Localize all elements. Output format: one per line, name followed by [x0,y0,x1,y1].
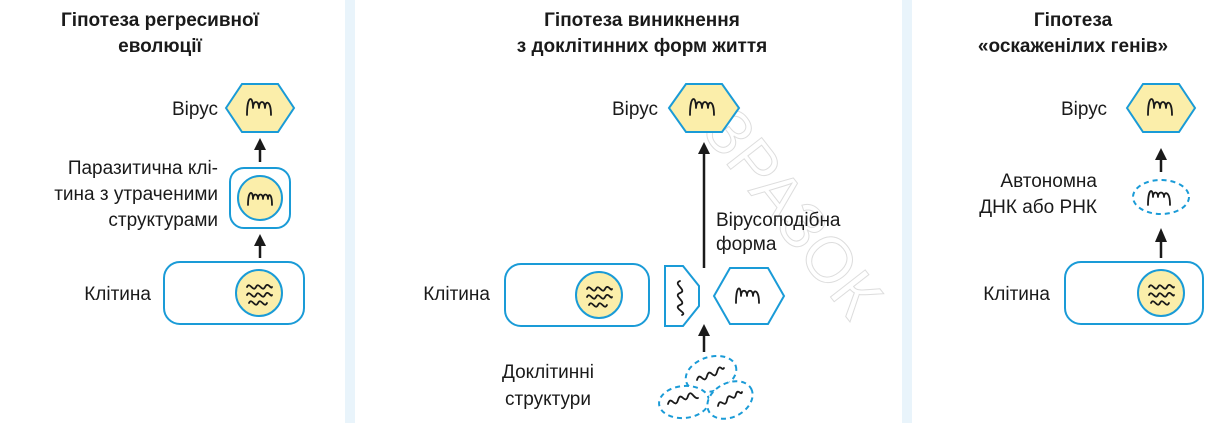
left-parasitic-cell-icon [229,167,291,229]
middle-precell-label-line2: структури [505,389,591,410]
middle-arrow-long [698,142,710,268]
right-cell-label: Клітина [983,284,1050,305]
left-parasitic-label-line1: Паразитична клі- [68,158,218,179]
right-autonomous-label-line1: Автономна [1000,171,1097,192]
middle-arrow-short [698,324,710,352]
left-parasitic-label-line2: тина з утраченими [54,184,218,205]
middle-cell-label: Клітина [423,284,490,305]
right-title-line1: Гіпотеза [1034,10,1113,31]
middle-title-line1: Гіпотеза виникнення [544,10,740,31]
right-virus-label: Вірус [1061,99,1107,120]
left-title-line1: Гіпотеза регресивної [61,10,260,31]
column-precellular-origin: Гіпотеза виникнення з доклітинних форм ж… [423,10,841,420]
left-cell-label: Клітина [84,284,151,305]
middle-viruslike-label-line2: форма [716,234,777,255]
left-parasitic-label-line3: структурами [108,210,218,231]
left-arrow-lower [254,234,266,258]
middle-precell-label-line1: Доклітинні [502,362,594,383]
middle-viruslike-form-icon [712,267,786,325]
middle-viruslike-label-line1: Вірусоподібна [716,210,841,231]
left-arrow-upper [254,138,266,162]
column-escaped-genes: Гіпотеза «оскаженілих генів» Вірус Автон… [978,10,1204,325]
left-virus-icon [224,83,296,133]
right-title-line2: «оскаженілих генів» [978,36,1168,57]
column-regressive-evolution: Гіпотеза регресивної еволюції Вірус Пара… [54,10,305,325]
right-arrow-lower [1155,228,1167,258]
left-cell-icon [163,261,305,325]
left-title-line2: еволюції [118,36,202,57]
middle-capsule-fragment-icon [664,265,700,327]
column-divider-right [902,0,912,423]
right-cell-icon [1064,261,1204,325]
left-virus-label: Вірус [172,99,218,120]
middle-virus-icon [667,83,741,133]
right-virus-icon [1125,83,1197,133]
right-arrow-upper [1155,148,1167,172]
middle-cell-icon [504,263,650,327]
middle-title-line2: з доклітинних форм життя [517,36,767,57]
right-autonomous-dna-icon [1132,179,1190,215]
middle-precellular-structures-icon [658,354,754,420]
middle-virus-label: Вірус [612,99,658,120]
right-autonomous-label-line2: ДНК або РНК [979,197,1097,218]
column-divider-left [345,0,355,423]
